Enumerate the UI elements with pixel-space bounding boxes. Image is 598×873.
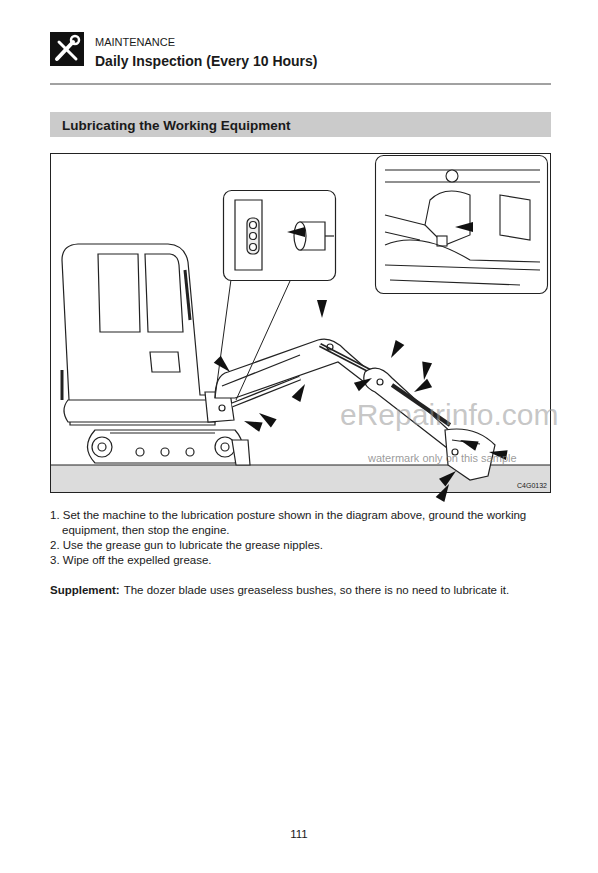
grease-point-arrow <box>287 227 305 237</box>
grease-point-arrow <box>354 378 372 391</box>
header-rule <box>50 84 551 85</box>
section-label: MAINTENANCE <box>95 36 175 48</box>
instruction-step: 1. Set the machine to the lubrication po… <box>50 508 553 538</box>
grease-point-arrow <box>460 440 479 451</box>
grease-point-arrow <box>422 361 432 380</box>
grease-point-arrow <box>391 340 404 358</box>
supplement-note: Supplement: The dozer blade uses greasele… <box>50 583 553 598</box>
grease-point-arrow <box>292 384 305 402</box>
page-title: Daily Inspection (Every 10 Hours) <box>95 53 318 69</box>
instruction-list: 1. Set the machine to the lubrication po… <box>50 508 553 598</box>
grease-point-arrow <box>244 421 263 432</box>
inset-manifold <box>215 191 336 401</box>
page-number: 111 <box>290 828 307 840</box>
band-heading: Lubricating the Working Equipment <box>62 113 291 138</box>
instruction-step: 3. Wipe off the expelled grease. <box>50 553 553 568</box>
supplement-label: Supplement: <box>50 584 120 596</box>
grease-point-arrow <box>439 471 456 486</box>
grease-point-arrow <box>259 413 277 427</box>
grease-point-arrow <box>414 379 432 392</box>
grease-point-arrow <box>317 300 327 318</box>
figure-frame <box>51 154 551 493</box>
wrench-icon <box>57 36 79 59</box>
section-icon <box>50 32 84 66</box>
grease-point-arrow <box>436 484 449 502</box>
supplement-text: The dozer blade uses greaseless bushes, … <box>124 584 509 596</box>
figure-code: C4G0132 <box>517 482 547 489</box>
instruction-step: 2. Use the grease gun to lubricate the g… <box>50 538 553 553</box>
section-band: Lubricating the Working Equipment <box>50 112 551 137</box>
grease-point-arrow <box>214 356 230 372</box>
grease-point-arrow <box>455 222 473 232</box>
inset-boom-foot <box>376 156 548 294</box>
watermark-note: watermark only on this sample <box>368 452 517 464</box>
watermark: eRepairinfo.com <box>340 398 558 432</box>
